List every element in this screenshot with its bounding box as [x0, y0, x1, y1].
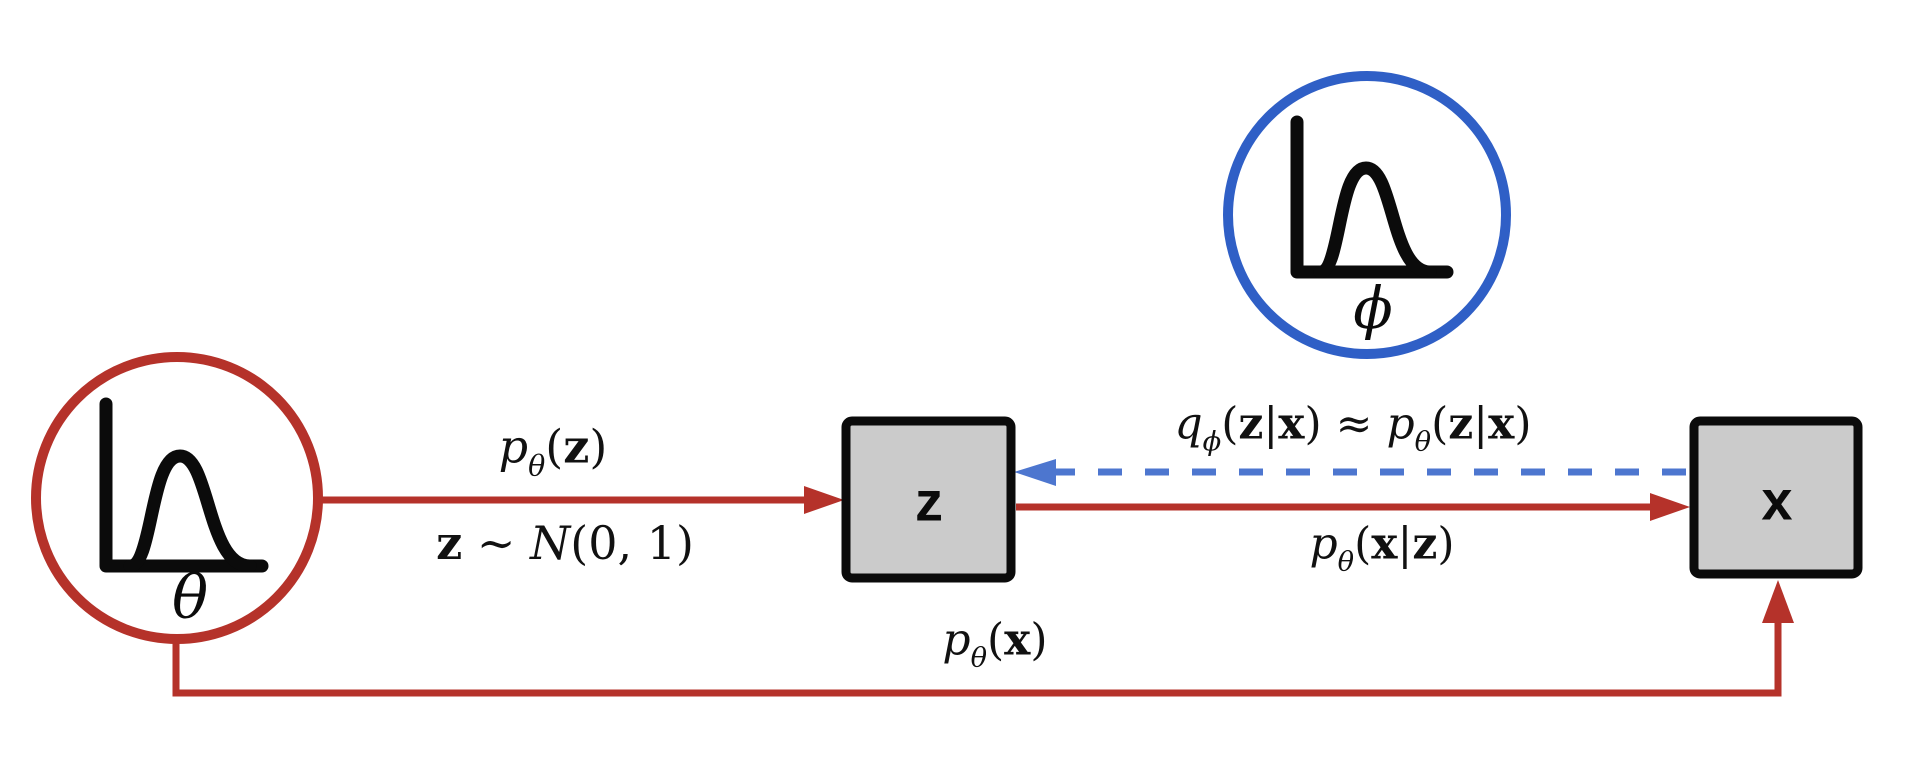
phi-symbol: ϕ [1353, 274, 1393, 342]
z-node-label: z [915, 469, 943, 533]
z-node-box [841, 416, 1016, 583]
marginal-arrow-path [172, 622, 1782, 697]
theta-symbol: θ [171, 563, 209, 633]
marginal-arrowhead [1762, 580, 1794, 623]
phi-node-circle [1223, 71, 1511, 359]
axes-icon [1290, 115, 1454, 279]
inference-label: qϕ(z|x) ≈ pθ(z|x) [1174, 398, 1532, 458]
prior-arrowhead [804, 486, 844, 514]
theta-node-circle [31, 352, 323, 644]
x-node-label: x [1761, 468, 1793, 532]
distribution-icon [99, 397, 269, 573]
bell-curve-icon [123, 449, 257, 573]
distribution-icon [1290, 115, 1454, 279]
marginal-label: pθ(x) [942, 614, 1048, 674]
likelihood-label: pθ(x|z) [1309, 518, 1455, 578]
x-node-box [1689, 416, 1863, 579]
likelihood-arrowhead [1650, 493, 1690, 521]
prior-sampling-label: z ∼ N(0, 1) [436, 516, 694, 570]
bell-curve-icon [1313, 161, 1437, 279]
prior-label: pθ(z) [498, 419, 608, 483]
axes-icon [99, 397, 269, 573]
inference-arrowhead [1014, 459, 1056, 486]
